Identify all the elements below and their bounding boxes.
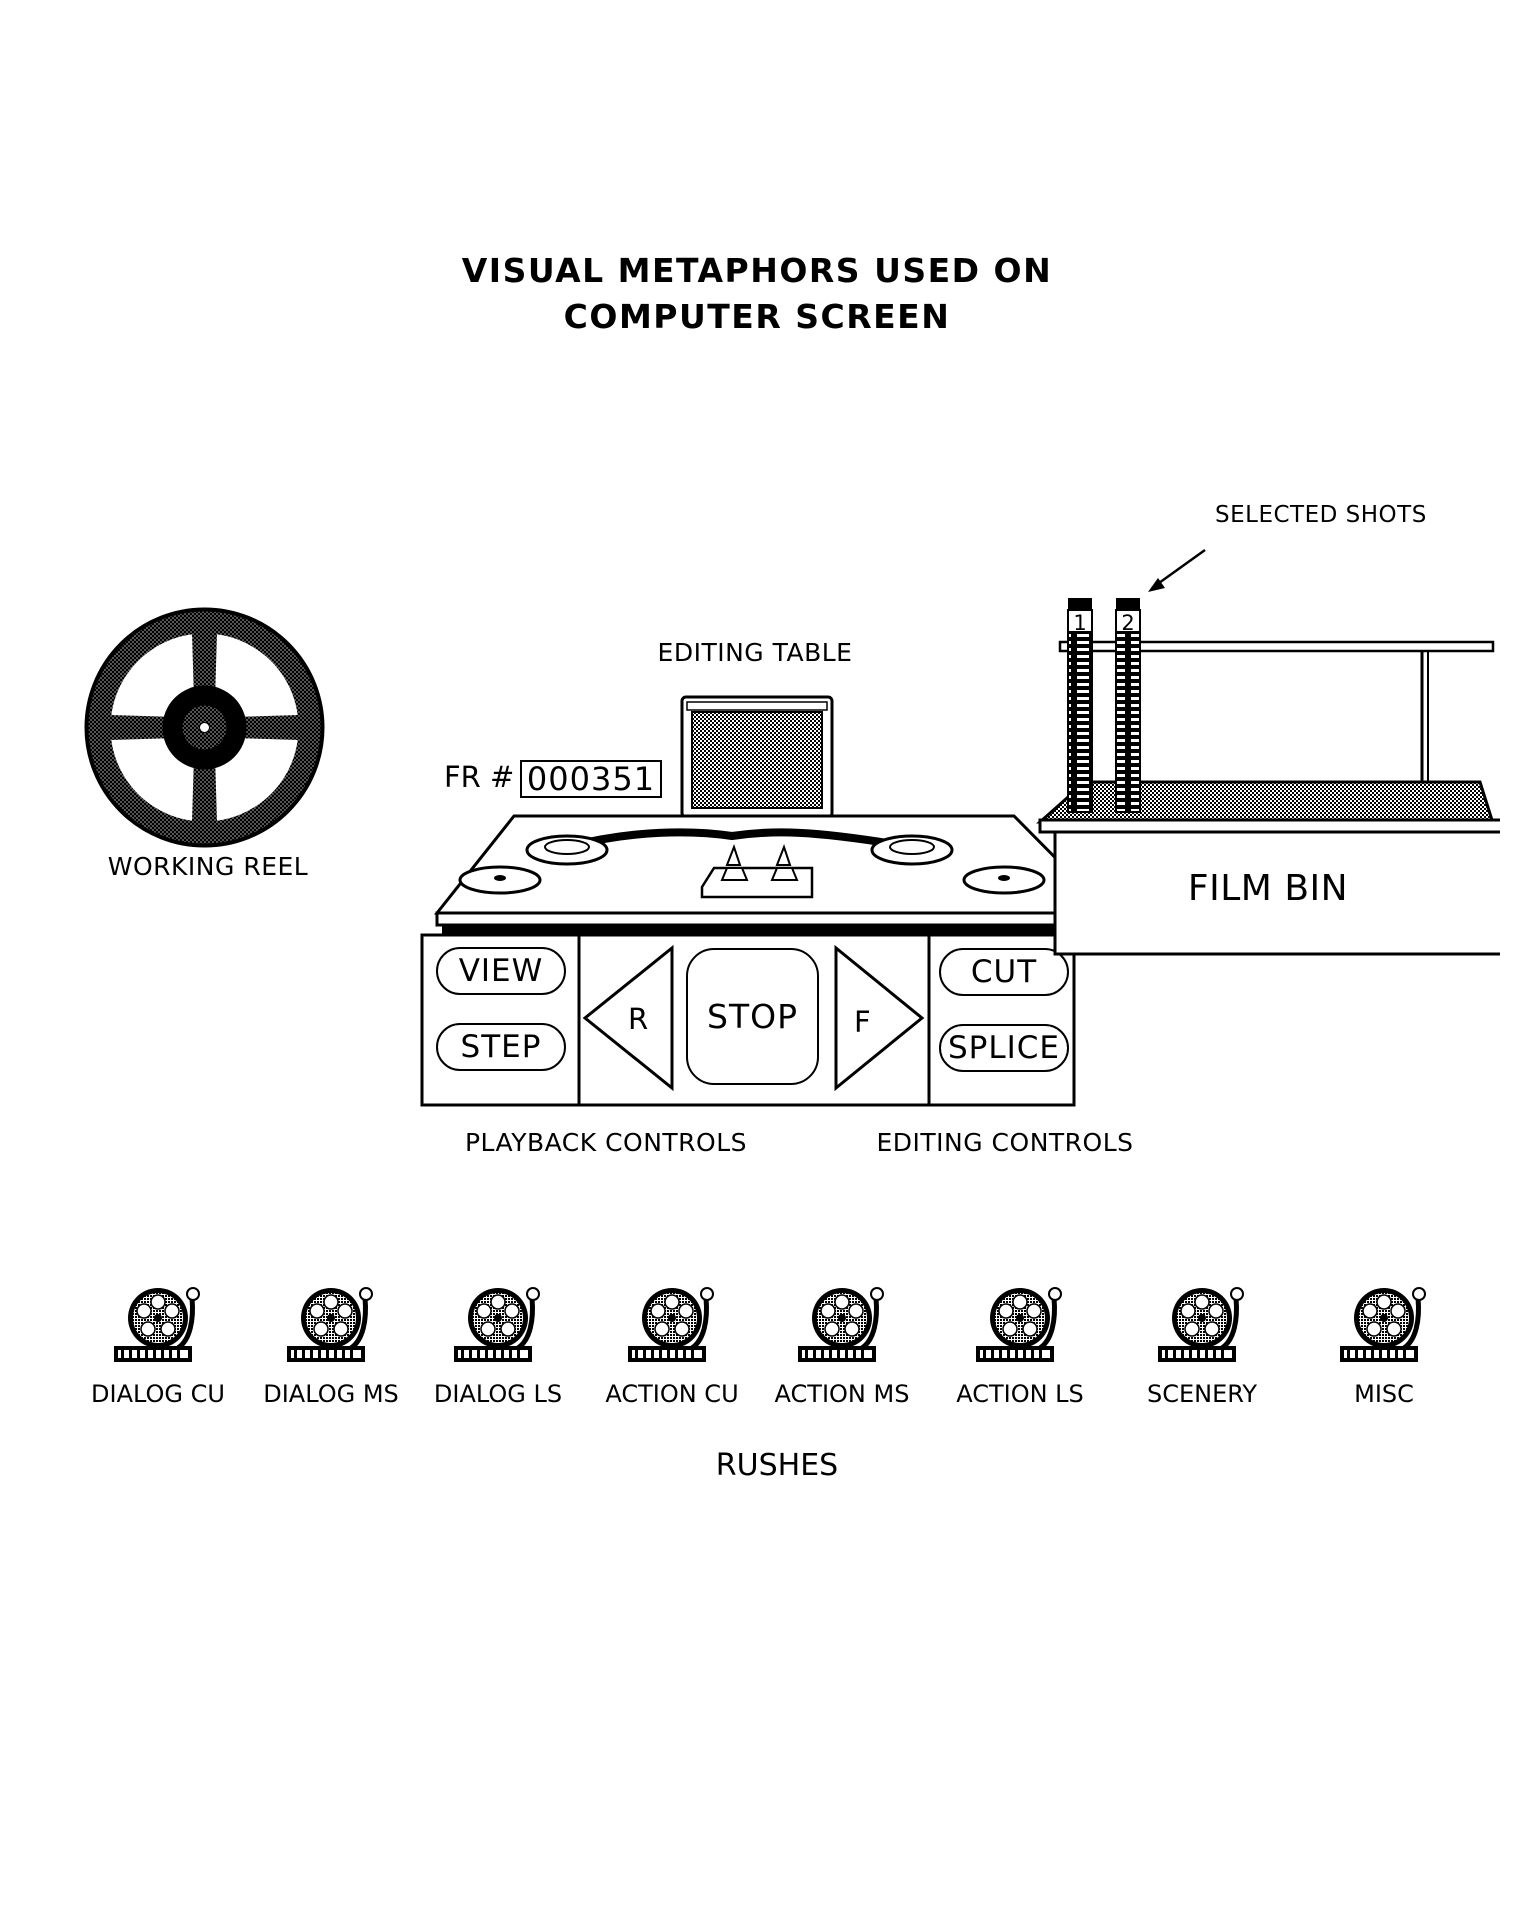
editing-controls-label: EDITING CONTROLS [876,1128,1134,1157]
reverse-button[interactable]: R [628,1002,649,1036]
film-reel-with-strip-icon [423,1280,573,1370]
frame-counter-label: FR # [444,760,515,794]
cut-button[interactable]: CUT [939,948,1069,996]
title-line-1: VISUAL METAPHORS USED ON [461,251,1053,290]
frame-counter-field[interactable]: 000351 [520,760,662,798]
forward-button[interactable]: F [854,1005,871,1039]
rush-item[interactable]: ACTION CU [597,1280,747,1408]
film-reel-with-strip-icon [945,1280,1095,1370]
rush-item-label: DIALOG MS [263,1380,399,1408]
film-bin-illustration [1036,548,1500,956]
rush-item-label: MISC [1354,1380,1414,1408]
rush-item-label: DIALOG CU [91,1380,225,1408]
shot-2-label[interactable]: 2 [1121,611,1135,635]
film-reel-with-strip-icon [1309,1280,1459,1370]
selected-shots-label: SELECTED SHOTS [1215,502,1427,528]
rush-item[interactable]: DIALOG MS [256,1280,406,1408]
rush-item[interactable]: MISC [1309,1280,1459,1408]
editing-table-label: EDITING TABLE [657,638,853,667]
stop-button[interactable]: STOP [686,948,819,1085]
rush-item[interactable]: ACTION MS [767,1280,917,1408]
film-bin-label: FILM BIN [1187,868,1349,909]
title-line-2: COMPUTER SCREEN [563,297,951,336]
rush-item[interactable]: ACTION LS [945,1280,1095,1408]
splice-button[interactable]: SPLICE [939,1024,1069,1072]
rush-item-label: SCENERY [1146,1380,1258,1408]
playback-controls-label: PLAYBACK CONTROLS [464,1128,748,1157]
view-button[interactable]: VIEW [436,947,566,995]
rush-item[interactable]: DIALOG LS [423,1280,573,1408]
working-reel-icon[interactable] [82,605,327,850]
rush-item-label: ACTION LS [956,1380,1084,1408]
film-reel-with-strip-icon [83,1280,233,1370]
film-reel-with-strip-icon [1127,1280,1277,1370]
rush-item[interactable]: SCENERY [1127,1280,1277,1408]
page-title: VISUAL METAPHORS USED ON COMPUTER SCREEN [0,248,1514,340]
working-reel-label: WORKING REEL [107,852,309,881]
rush-item[interactable]: DIALOG CU [83,1280,233,1408]
film-reel-with-strip-icon [256,1280,406,1370]
shot-1-label[interactable]: 1 [1073,611,1087,635]
rush-item-label: ACTION CU [605,1380,739,1408]
rushes-label: RUSHES [715,1448,839,1483]
film-reel-with-strip-icon [597,1280,747,1370]
film-reel-with-strip-icon [767,1280,917,1370]
rush-item-label: ACTION MS [774,1380,910,1408]
step-button[interactable]: STEP [436,1023,566,1071]
rush-item-label: DIALOG LS [433,1380,563,1408]
